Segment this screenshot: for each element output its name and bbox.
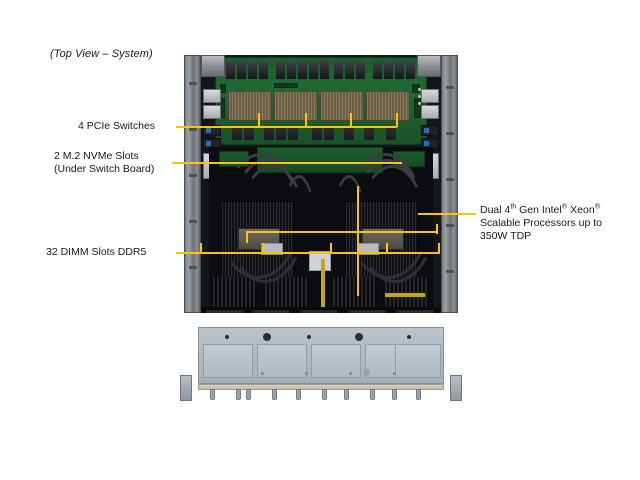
panel-door: [311, 344, 361, 378]
leader-bracket-dimm-left: [200, 252, 340, 254]
leader-line-spine: [357, 186, 359, 296]
callout-dimm-slots: 32 DIMM Slots DDR5: [46, 246, 146, 259]
panel-door: [203, 344, 253, 378]
pcie-switch-heatsink: [320, 91, 364, 121]
callout-m2-nvme-slots: 2 M.2 NVMe Slots (Under Switch Board): [54, 150, 154, 176]
fan-module: [205, 309, 245, 313]
power-cable: [321, 259, 325, 313]
sfp-cage-right: [421, 125, 439, 136]
rear-io-module-left: [201, 55, 225, 77]
chassis-rail-left: [184, 55, 201, 313]
callout-cpu-line1: Dual 4th Gen Intel® Xeon®: [480, 201, 602, 217]
callout-pcie-line1: 4 PCIe Switches: [78, 120, 156, 132]
chassis-rail-right: [441, 55, 458, 313]
pcie-switch-board: [215, 57, 427, 145]
pcie-switch-heatsink: [274, 91, 318, 121]
network-port-stack-left: [203, 89, 221, 103]
power-cable: [385, 293, 425, 297]
callout-pcie-switches: 4 PCIe Switches: [78, 120, 155, 133]
callout-cpu-gen-intel: Gen Intel: [516, 204, 562, 216]
leader-line-m2-slots: [172, 162, 402, 164]
callout-cpu-line3: 350W TDP: [480, 230, 532, 242]
registered-mark-icon: ®: [561, 201, 568, 211]
callout-m2-line2: (Under Switch Board): [54, 163, 155, 175]
fan-module: [395, 309, 435, 313]
rear-io-module-right: [417, 55, 441, 77]
fan-module: [299, 309, 339, 313]
system-mainboard: [209, 147, 435, 313]
panel-hole: [307, 335, 311, 339]
network-port-stack-left: [203, 105, 221, 119]
dimm-bank: [213, 277, 257, 311]
panel-hole: [355, 333, 363, 341]
leader-bracket-dimm-right: [340, 252, 440, 254]
dimm-bank: [265, 277, 309, 311]
callout-cpu-ordinal: th: [510, 203, 517, 211]
fan-module: [347, 309, 387, 313]
panel-hole: [263, 333, 271, 341]
sfp-cage-left: [203, 125, 221, 136]
pcie-switch-heatsink: [366, 91, 410, 121]
rack-ear-right: [450, 375, 462, 401]
panel-door: [395, 344, 441, 378]
callout-dimm-line1: 32 DIMM Slots DDR5: [46, 246, 147, 258]
leader-line-pcie-switches: [176, 126, 258, 128]
panel-door: [257, 344, 307, 378]
panel-hole: [407, 335, 411, 339]
fan-module-row: [201, 307, 441, 313]
fan-module: [251, 309, 291, 313]
figure-caption: (Top View – System): [50, 48, 153, 60]
callout-m2-line1: 2 M.2 NVMe Slots: [54, 150, 139, 162]
chassis-front-strip: [198, 384, 444, 390]
leader-line-cpu: [418, 213, 476, 215]
leader-bracket-pcie-switches: [247, 126, 397, 128]
callout-cpu-xeon: Xeon: [567, 204, 595, 216]
server-chassis-image: [180, 55, 462, 401]
network-port-stack-right: [421, 105, 439, 119]
pcie-switch-heatsink: [228, 91, 272, 121]
network-port-stack-right: [421, 89, 439, 103]
rack-ear-left: [180, 375, 192, 401]
chassis-interior: [201, 55, 441, 313]
callout-cpu-processors: Dual 4th Gen Intel® Xeon® Scalable Proce…: [480, 201, 602, 243]
callout-cpu-line2: Scalable Processors up to: [480, 217, 602, 229]
rear-cover-panel: [198, 327, 444, 384]
callout-cpu-dual: Dual 4: [480, 204, 511, 216]
dimm-bank: [333, 277, 377, 311]
registered-mark-icon: ®: [594, 201, 601, 211]
panel-hole: [225, 335, 229, 339]
